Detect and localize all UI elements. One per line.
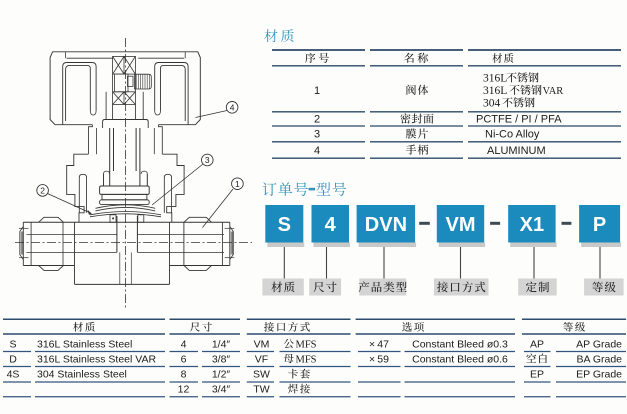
svg-text:Constant Bleed ø0.6: Constant Bleed ø0.6 <box>412 353 508 365</box>
svg-text:316L Stainless Steel: 316L Stainless Steel <box>37 338 132 350</box>
svg-text:Constant Bleed ø0.3: Constant Bleed ø0.3 <box>412 338 508 350</box>
svg-text:6: 6 <box>181 353 187 365</box>
svg-text:× 47: × 47 <box>369 338 389 350</box>
svg-text:PCTFE / PI / PFA: PCTFE / PI / PFA <box>476 114 562 126</box>
svg-text:VF: VF <box>255 353 268 365</box>
svg-text:3: 3 <box>205 155 210 165</box>
svg-text:TW: TW <box>253 384 269 396</box>
svg-text:ALUMINUM: ALUMINUM <box>487 145 546 157</box>
svg-text:4S: 4S <box>7 369 20 381</box>
svg-text:SW: SW <box>253 369 270 381</box>
svg-text:X1: X1 <box>520 214 544 236</box>
svg-text:Ni-Co Alloy: Ni-Co Alloy <box>485 129 540 141</box>
svg-text:8: 8 <box>181 369 187 381</box>
svg-text:304: 304 <box>483 98 501 110</box>
svg-text:BA Grade: BA Grade <box>576 353 622 365</box>
svg-text:AP Grade: AP Grade <box>576 338 622 350</box>
svg-text:MFS: MFS <box>296 354 317 365</box>
svg-text:316L: 316L <box>483 73 507 85</box>
svg-text:S: S <box>278 214 291 236</box>
svg-text:P: P <box>593 214 606 236</box>
svg-text:304 Stainless Steel: 304 Stainless Steel <box>37 369 127 381</box>
svg-text:4: 4 <box>314 145 320 157</box>
svg-text:1/4″: 1/4″ <box>212 338 231 350</box>
svg-text:1: 1 <box>314 85 320 97</box>
svg-text:3: 3 <box>314 129 320 141</box>
svg-text:4: 4 <box>230 102 235 112</box>
svg-text:VAR: VAR <box>543 86 564 97</box>
svg-text:3/8″: 3/8″ <box>212 353 231 365</box>
svg-text:2: 2 <box>314 114 320 126</box>
svg-text:1/2″: 1/2″ <box>212 369 231 381</box>
svg-text:DVN: DVN <box>365 214 407 236</box>
svg-text:× 59: × 59 <box>369 353 389 365</box>
svg-text:EP Grade: EP Grade <box>576 369 622 381</box>
svg-text:1: 1 <box>235 179 240 189</box>
svg-text:316L: 316L <box>483 85 507 97</box>
svg-text:EP: EP <box>530 369 544 381</box>
svg-text:4: 4 <box>325 214 337 236</box>
svg-text:VM: VM <box>254 338 270 350</box>
svg-text:12: 12 <box>178 384 190 396</box>
svg-text:VM: VM <box>446 214 476 236</box>
svg-text:4: 4 <box>181 338 187 350</box>
svg-text:D: D <box>9 353 17 365</box>
svg-text:316L Stainless Steel VAR: 316L Stainless Steel VAR <box>37 353 156 365</box>
svg-text:AP: AP <box>530 338 544 350</box>
svg-text:2: 2 <box>40 186 45 196</box>
svg-text:3/4″: 3/4″ <box>212 384 231 396</box>
svg-text:MFS: MFS <box>296 339 317 350</box>
svg-text:S: S <box>9 338 16 350</box>
